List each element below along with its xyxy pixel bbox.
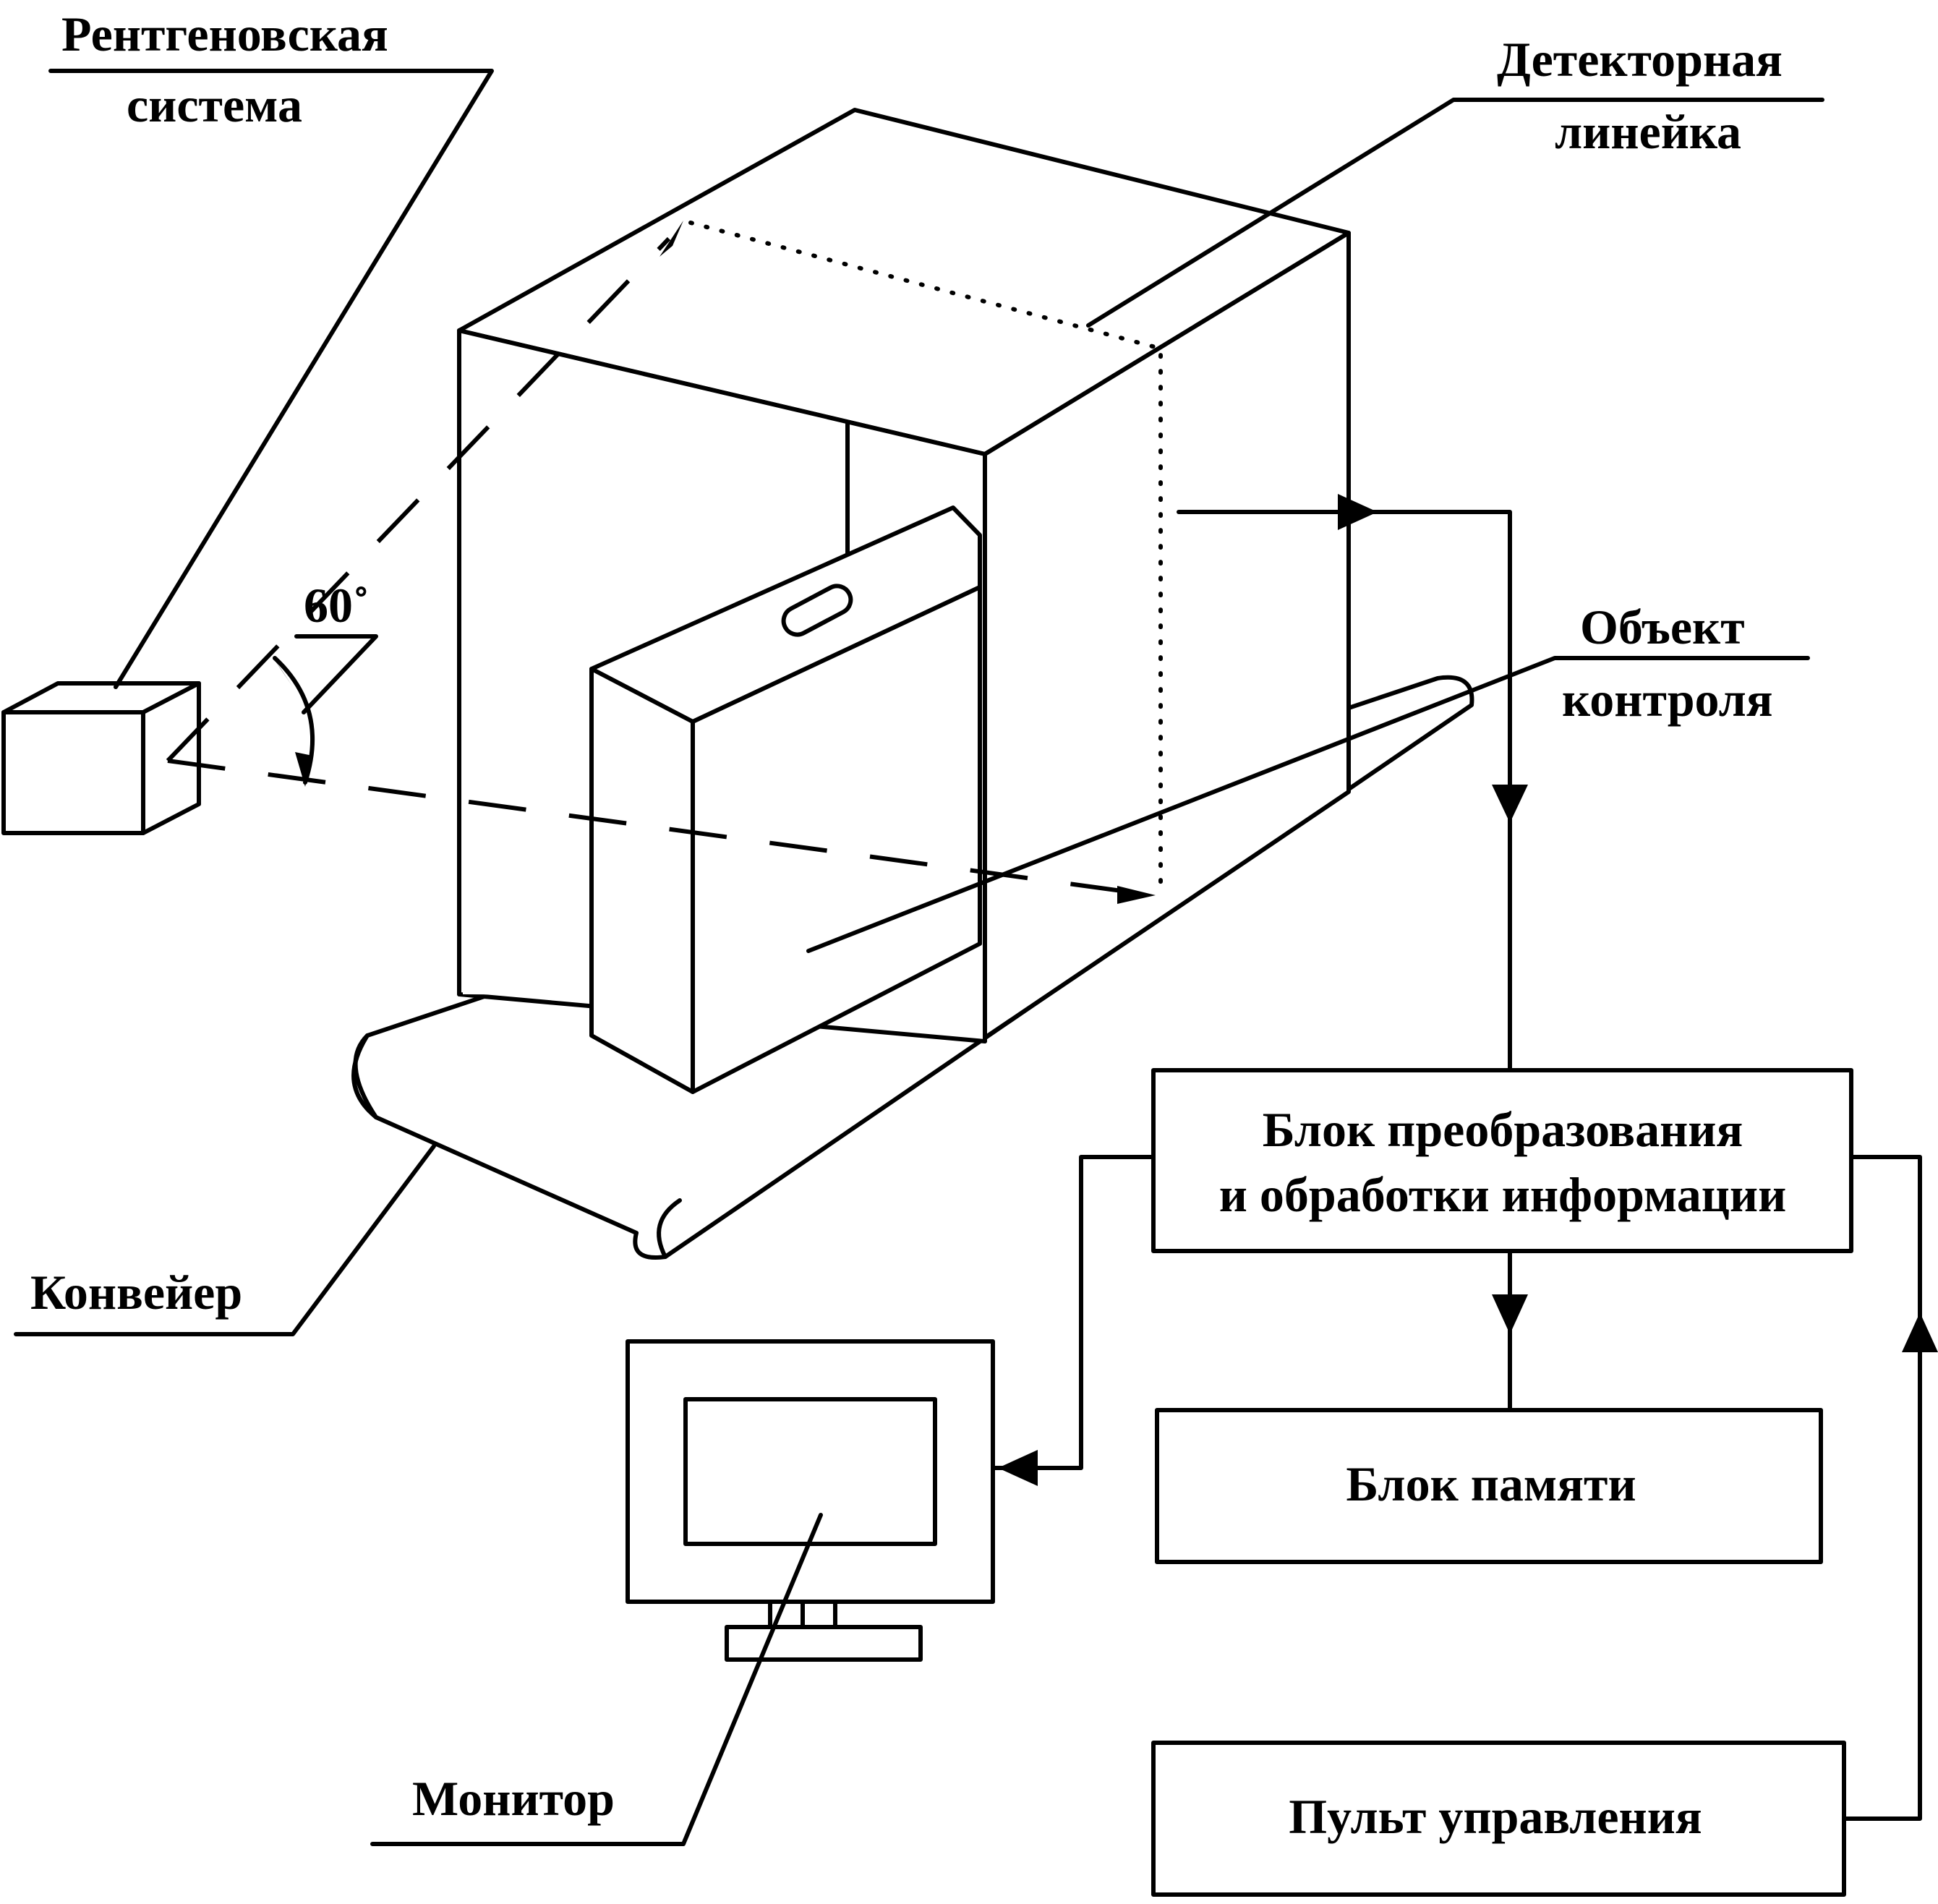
monitor-screen xyxy=(683,1397,937,1546)
xray-source-front xyxy=(1,710,145,835)
suitcase-side xyxy=(589,667,695,1094)
processing-block: Блок преобразования и обработки информац… xyxy=(1151,1068,1853,1253)
angle-indicator: 60˚ xyxy=(271,578,378,787)
processing-to-monitor-line xyxy=(992,1155,1156,1470)
processing-to-monitor-arrow xyxy=(998,1450,1038,1486)
xray-leader xyxy=(48,69,494,689)
conveyor-leader xyxy=(14,1144,436,1336)
angle-leader xyxy=(294,634,378,714)
control-to-processing-arrow xyxy=(1902,1312,1938,1352)
xray-label-line1: Рентгеновская xyxy=(61,7,388,61)
beam-upper xyxy=(166,236,671,763)
detector-label-line1: Детекторная xyxy=(1497,32,1783,87)
object-label-line1: Объект xyxy=(1580,599,1745,654)
memory-block: Блок памяти xyxy=(1155,1408,1823,1564)
monitor xyxy=(626,1339,995,1662)
processing-block-line1: Блок преобразования xyxy=(1263,1102,1743,1157)
object-leader xyxy=(806,656,1810,953)
beam-upper-arrow xyxy=(659,221,683,257)
processing-block-frame xyxy=(1151,1068,1853,1253)
detector-signal-arrow-down xyxy=(1492,785,1528,823)
beam-lower xyxy=(167,759,1154,897)
control-panel-block: Пульт управления xyxy=(1151,1741,1846,1897)
angle-arc-arrow-bottom xyxy=(295,752,312,787)
xray-beams xyxy=(166,221,1156,904)
angle-label: 60˚ xyxy=(304,578,370,633)
xray-label-line2: система xyxy=(127,77,302,132)
control-panel-label: Пульт управления xyxy=(1289,1789,1702,1844)
detector-signal-line xyxy=(1177,510,1512,1072)
detector-signal-arrow-right xyxy=(1338,494,1378,530)
suitcase-handle xyxy=(781,584,853,637)
memory-block-label: Блок памяти xyxy=(1346,1456,1636,1511)
detector-line xyxy=(688,221,1163,892)
suitcase xyxy=(589,505,982,1094)
conveyor-label: Конвейер xyxy=(30,1265,242,1320)
detector-leader xyxy=(1086,98,1824,328)
angle-arc-arrow-top xyxy=(271,654,293,687)
control-panel-frame xyxy=(1151,1741,1846,1897)
conveyor-roller-end xyxy=(657,1198,682,1259)
beam-lower-arrow xyxy=(1117,886,1156,904)
conveyor-roller-front xyxy=(353,1033,378,1119)
suitcase-front xyxy=(691,585,982,1094)
memory-block-frame xyxy=(1155,1408,1823,1564)
detector-label-line2: линейка xyxy=(1555,104,1741,159)
object-label-line2: контроля xyxy=(1562,672,1773,727)
monitor-label: Монитор xyxy=(412,1771,615,1826)
xray-source xyxy=(1,681,201,835)
monitor-base xyxy=(725,1625,923,1662)
monitor-leader xyxy=(370,1513,823,1846)
control-to-processing-line xyxy=(1842,1155,1922,1821)
processing-to-memory-arrow xyxy=(1492,1294,1528,1334)
processing-block-line2: и обработки информации xyxy=(1219,1167,1787,1222)
